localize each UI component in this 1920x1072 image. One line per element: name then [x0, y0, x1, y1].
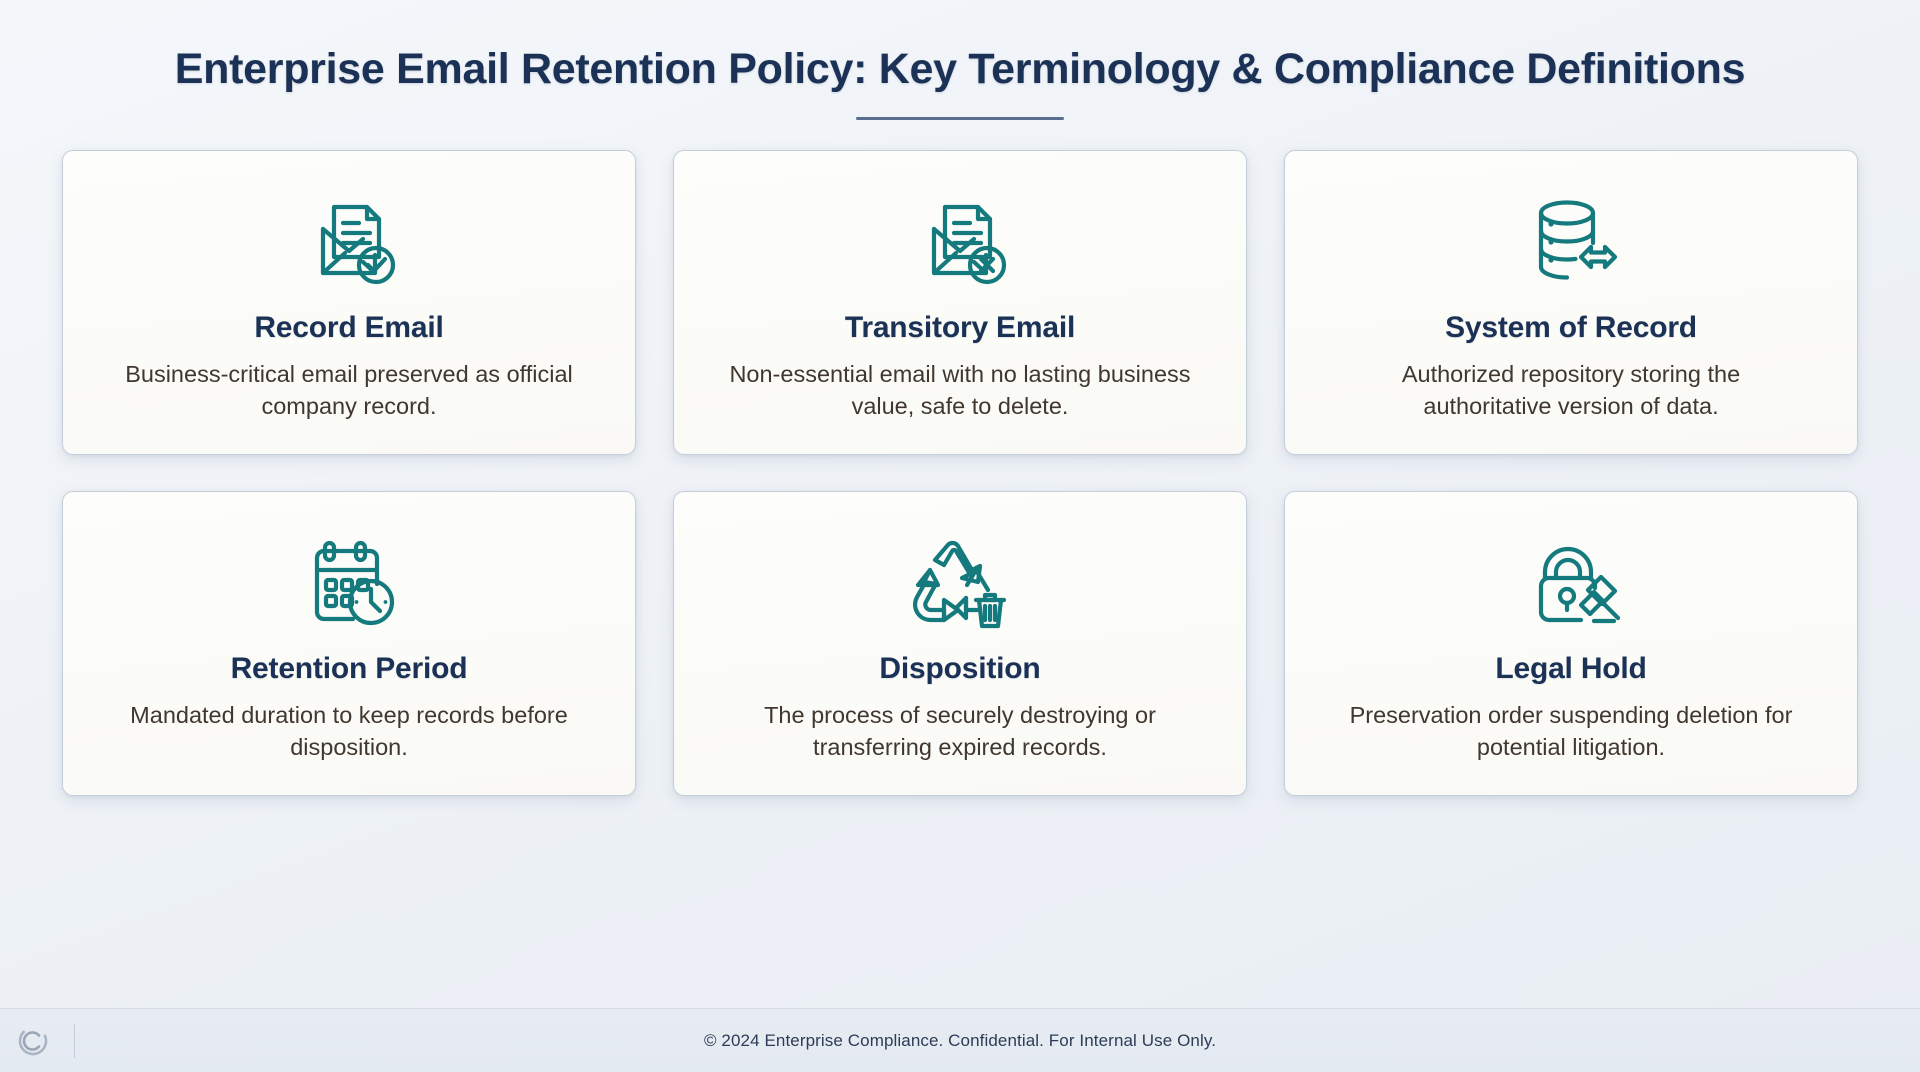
cards-grid: Record Email Business-critical email pre…: [62, 149, 1858, 796]
card-title: System of Record: [1445, 310, 1697, 344]
page-title: Enterprise Email Retention Policy: Key T…: [174, 45, 1746, 93]
title-underline-accent: [856, 116, 1064, 120]
card-description: Authorized repository storing the author…: [1401, 361, 1741, 420]
copyright-c-logo: [18, 1026, 48, 1055]
email-document-check-icon: [293, 185, 405, 297]
card-description: The process of securely destroying or tr…: [764, 702, 1156, 761]
database-transfer-icon: [1515, 185, 1627, 297]
card-disposition[interactable]: Disposition The process of securely dest…: [673, 490, 1247, 796]
card-transitory-email[interactable]: Transitory Email Non-essential email wit…: [673, 149, 1247, 455]
card-title: Legal Hold: [1495, 651, 1647, 685]
footer: © 2024 Enterprise Compliance. Confidenti…: [0, 1008, 1920, 1072]
card-description: Business-critical email preserved as off…: [125, 361, 573, 420]
lock-gavel-icon: [1515, 526, 1627, 638]
card-title: Retention Period: [230, 651, 468, 685]
card-description: Mandated duration to keep records before…: [130, 702, 568, 761]
email-document-x-icon: [904, 185, 1016, 297]
card-description: Preservation order suspending deletion f…: [1349, 702, 1793, 761]
card-system-of-record[interactable]: System of Record Authorized repository s…: [1284, 149, 1858, 455]
cards-section: Record Email Business-critical email pre…: [0, 120, 1920, 982]
card-description: Non-essential email with no lasting busi…: [729, 361, 1191, 420]
card-retention-period[interactable]: Retention Period Mandated duration to ke…: [62, 490, 636, 796]
calendar-clock-icon: [293, 526, 405, 638]
title-block: Enterprise Email Retention Policy: Key T…: [0, 0, 1920, 120]
card-record-email[interactable]: Record Email Business-critical email pre…: [62, 149, 636, 455]
footer-divider: [74, 1023, 75, 1058]
card-title: Disposition: [879, 651, 1041, 685]
footer-logo-group: [14, 1022, 75, 1060]
recycle-trash-icon: [904, 526, 1016, 638]
card-title: Record Email: [254, 310, 444, 344]
card-legal-hold[interactable]: Legal Hold Preservation order suspending…: [1284, 490, 1858, 796]
card-title: Transitory Email: [844, 310, 1076, 344]
footer-copyright-text: © 2024 Enterprise Compliance. Confidenti…: [703, 1030, 1217, 1050]
